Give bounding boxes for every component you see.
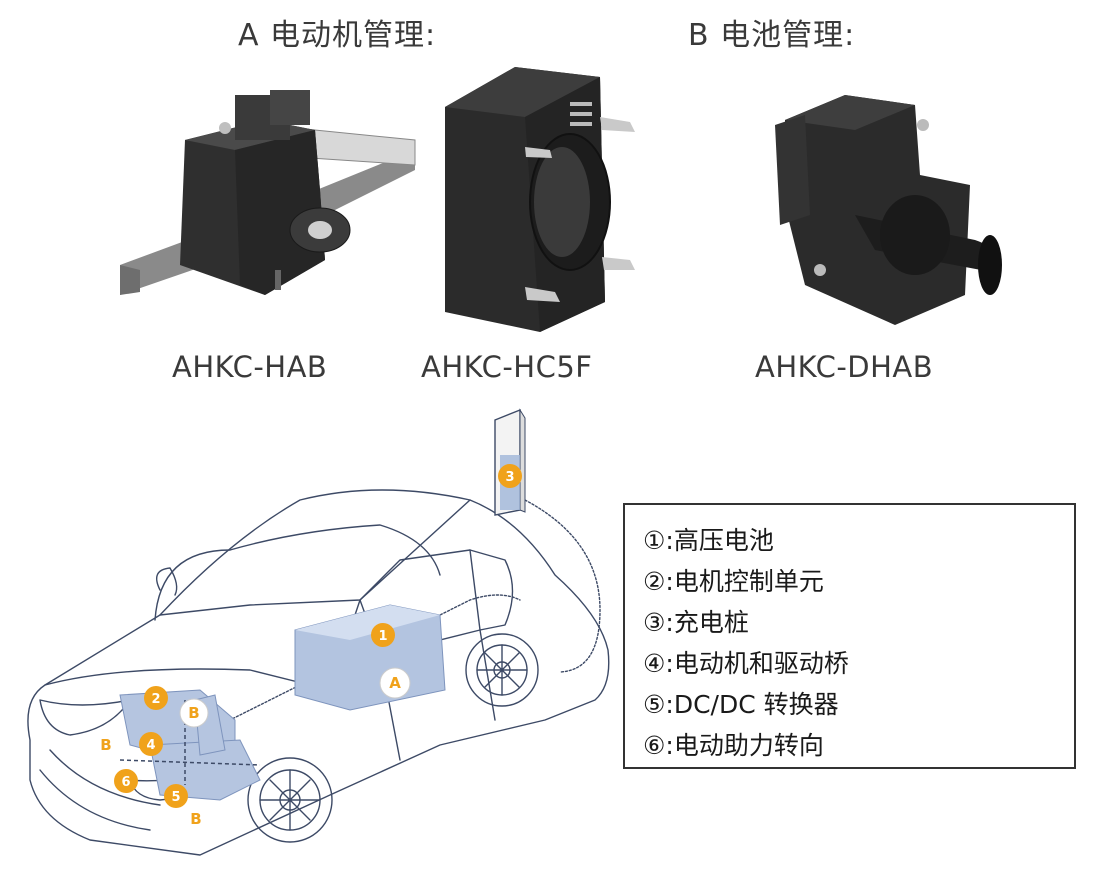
ahkc-dhab-sensor-image [775,95,1002,325]
legend-box: ①:高压电池 ②:电机控制单元 ③:充电桩 ④:电动机和驱动桥 ⑤:DC/DC … [623,503,1076,769]
svg-text:2: 2 [151,692,160,707]
model-label-ahkc-dhab: AHKC-DHAB [755,350,934,384]
legend-item-2: ②:电机控制单元 [643,567,824,596]
marker-2-motor-controller: 2 [144,686,168,710]
legend-item-5: ⑤:DC/DC 转换器 [643,690,839,719]
ahkc-hab-sensor-image [120,90,416,295]
legend-item-3: ③:充电桩 [643,608,749,637]
ev-car-diagram: 1 2 3 4 5 6 A B B B [27,408,610,856]
charging-station-graphic [494,408,526,516]
legend-item-1: ①:高压电池 [643,526,774,555]
sensor-location-b-upper: B [188,704,199,722]
marker-6-power-steering: 6 [114,769,138,793]
model-label-ahkc-hab: AHKC-HAB [172,350,328,384]
svg-text:1: 1 [378,629,387,644]
sensor-location-b-lower: B [190,810,201,828]
svg-text:6: 6 [121,775,130,790]
svg-text:4: 4 [146,738,155,753]
svg-text:5: 5 [171,790,180,805]
motor-management-heading: A 电动机管理: [238,18,437,53]
legend-item-6: ⑥:电动助力转向 [643,731,824,760]
sensor-location-b-left: B [100,736,111,754]
marker-5-dcdc-converter: 5 [164,784,188,808]
marker-4-motor-and-axle: 4 [139,732,163,756]
ahkc-hc5f-sensor-image [445,67,635,332]
sensor-location-a: A [389,674,401,692]
battery-management-heading: B 电池管理: [688,18,856,53]
marker-1-battery: 1 [371,623,395,647]
model-label-ahkc-hc5f: AHKC-HC5F [421,350,593,384]
marker-3-charging-station: 3 [498,464,522,488]
svg-text:3: 3 [505,470,514,485]
legend-item-4: ④:电动机和驱动桥 [643,649,849,678]
